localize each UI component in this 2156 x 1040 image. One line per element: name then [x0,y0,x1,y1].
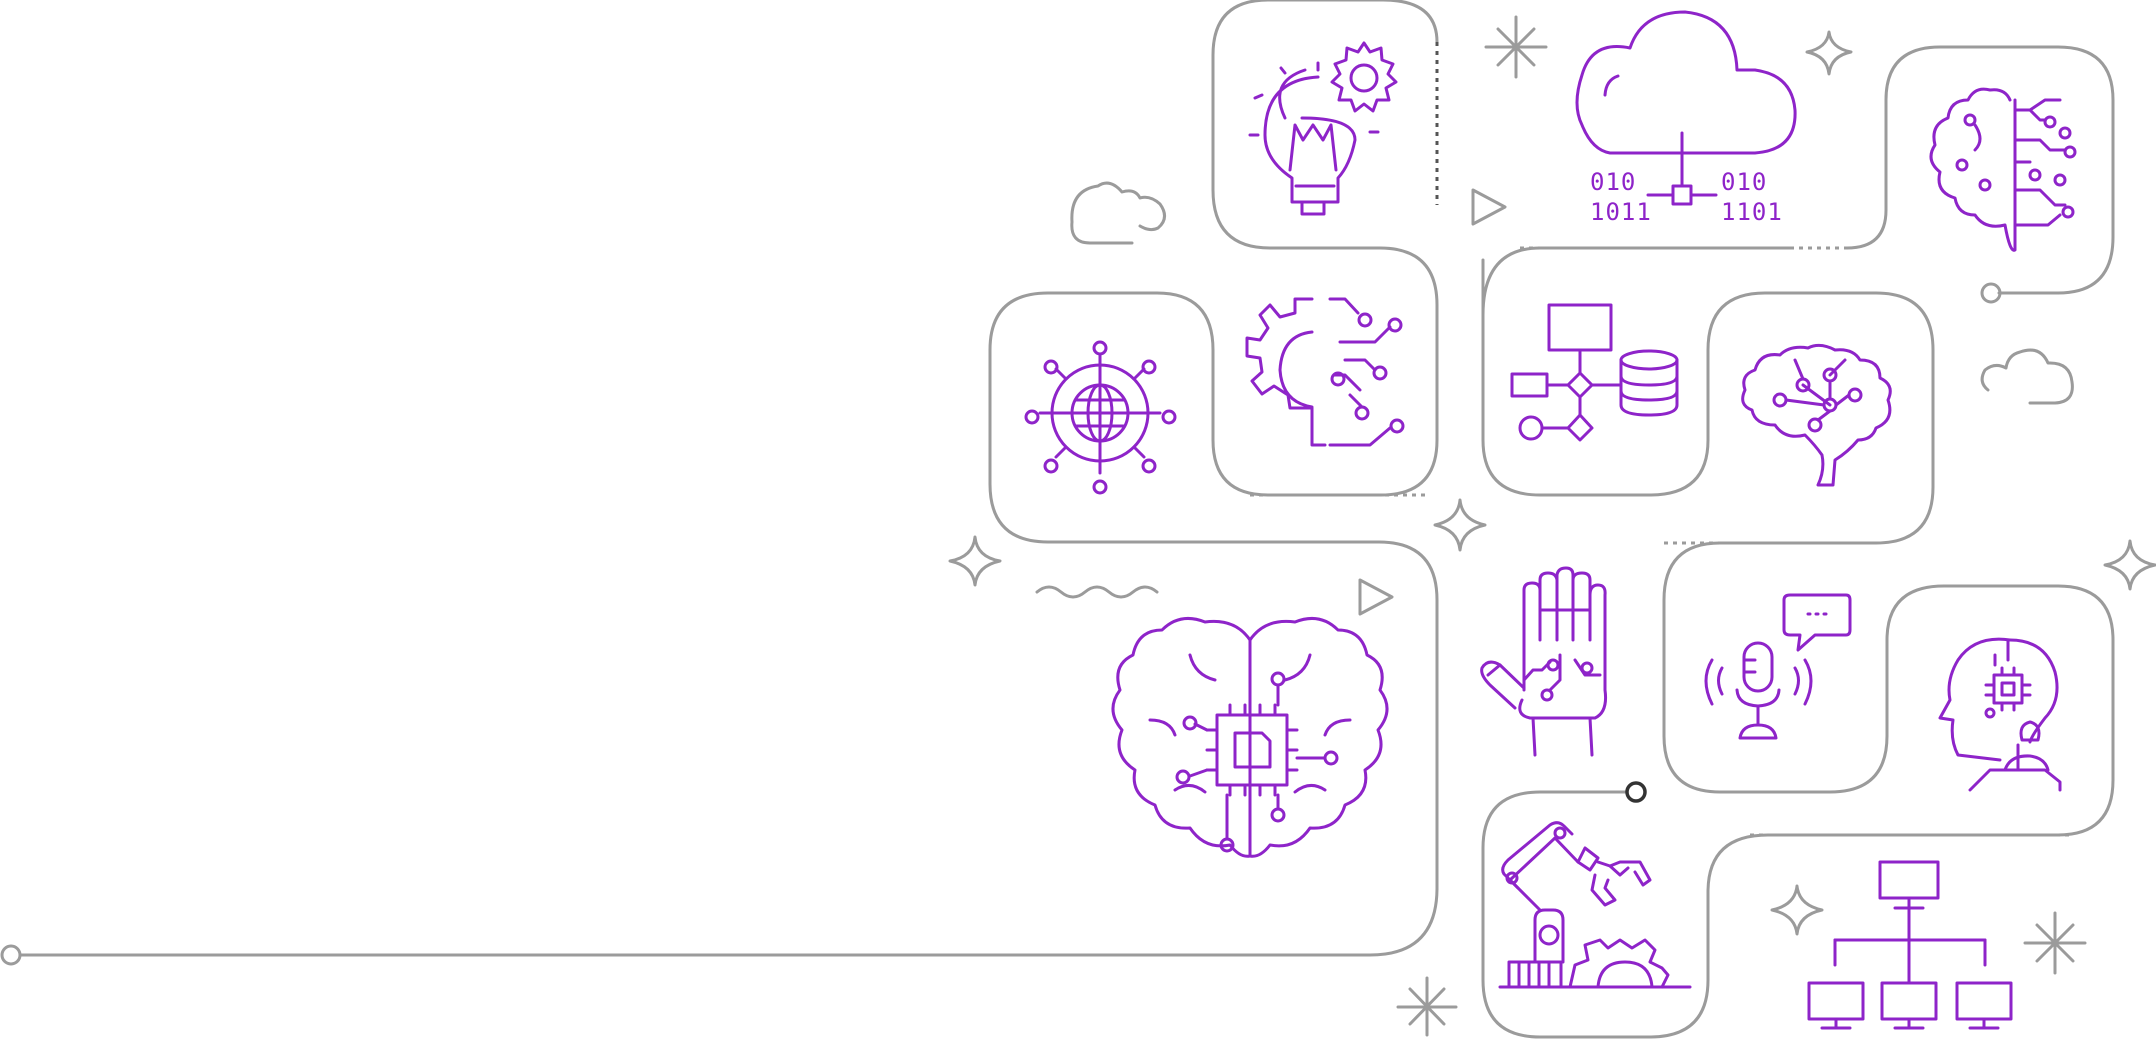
sparkle-1 [1805,30,1853,76]
voice-assistant-icon [1704,593,1852,740]
flowchart-database-icon [1510,303,1679,442]
asterisk-2 [2023,911,2087,975]
timeline-start-dot [0,944,22,966]
wave-decor [1035,585,1159,599]
cloud-decor-2 [1980,348,2074,405]
idea-gear-icon [1248,41,1398,216]
sparkle-4 [2103,539,2156,591]
play-triangle-1 [1471,188,1507,226]
binary-right-top: 010 [1721,168,1767,196]
asterisk-3 [1396,976,1458,1037]
cloud-decor-1 [1070,181,1166,245]
binary-right-bottom: 1101 [1721,198,1783,226]
gear-circuit-icon [1245,297,1405,447]
asterisk-1 [1484,15,1548,79]
ai-brain-circuit-icon [1929,87,2077,252]
middle-right-frame [1481,258,1935,545]
lower-right-frame [1481,541,2115,1039]
sparkle-3 [948,535,1002,587]
connector-dot [1625,781,1647,803]
brain-network-icon [1741,343,1892,487]
sparkle-2 [1433,498,1487,552]
decorations [948,15,2156,1037]
cloud-data-icon: 010 1011 010 1101 [1575,10,1797,226]
brain-chip-icon [1111,616,1389,858]
network-hierarchy-icon [1807,860,2013,1030]
robot-hand-icon [1480,566,1607,757]
upper-right-dot [1980,282,2002,304]
play-triangle-2 [1358,578,1394,616]
binary-left-top: 010 [1590,168,1636,196]
binary-left-bottom: 1011 [1590,198,1652,226]
ai-head-icon [1938,637,2062,792]
sparkle-5 [1770,884,1824,936]
global-network-icon [1024,340,1177,495]
main-frame-path [18,0,1439,957]
robotic-arm-icon [1498,821,1692,989]
